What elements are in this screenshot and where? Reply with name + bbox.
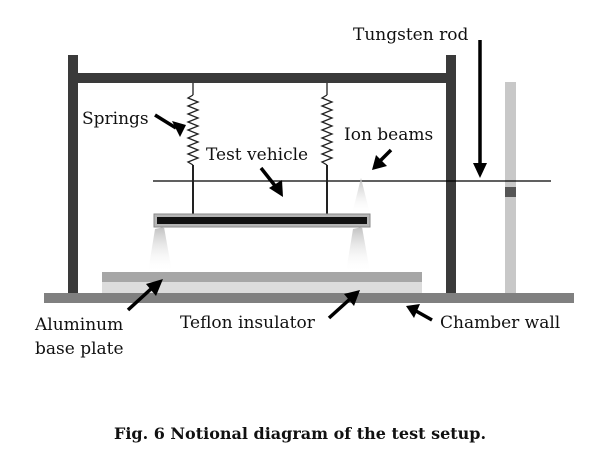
aluminum-base-plate bbox=[102, 272, 422, 282]
right-spring bbox=[320, 83, 334, 218]
test-vehicle bbox=[157, 217, 367, 224]
label-teflon: Teflon insulator bbox=[180, 313, 316, 333]
arrow-aluminum bbox=[126, 286, 154, 312]
arrows bbox=[126, 40, 487, 322]
label-tungsten-rod: Tungsten rod bbox=[353, 25, 468, 45]
frame-right-post bbox=[446, 55, 456, 293]
label-aluminum-line2: base plate bbox=[35, 339, 124, 359]
left-spring bbox=[186, 83, 200, 218]
ion-beam-top bbox=[352, 178, 370, 214]
teflon-insulator bbox=[102, 282, 422, 293]
ion-beam-right bbox=[346, 227, 370, 272]
arrow-ion-beams bbox=[378, 148, 393, 163]
label-aluminum-line1: Aluminum bbox=[34, 315, 123, 335]
frame-left-post bbox=[68, 55, 78, 293]
ion-beam-left bbox=[148, 227, 172, 272]
arrow-test-vehicle bbox=[259, 166, 278, 189]
chamber-wall bbox=[44, 293, 574, 303]
tungsten-rod-band bbox=[505, 187, 516, 197]
test-setup-diagram: Tungsten rod Springs Ion beams Test vehi… bbox=[34, 25, 574, 359]
figure-caption: Fig. 6 Notional diagram of the test setu… bbox=[113, 424, 487, 443]
arrow-chamber-wall bbox=[415, 309, 433, 322]
label-ion-beams: Ion beams bbox=[344, 125, 433, 145]
arrow-teflon bbox=[327, 297, 352, 320]
label-test-vehicle: Test vehicle bbox=[206, 145, 308, 165]
label-springs: Springs bbox=[82, 109, 149, 129]
frame-top-beam bbox=[68, 73, 456, 83]
arrow-springs bbox=[154, 113, 177, 130]
label-chamber-wall: Chamber wall bbox=[440, 313, 560, 333]
